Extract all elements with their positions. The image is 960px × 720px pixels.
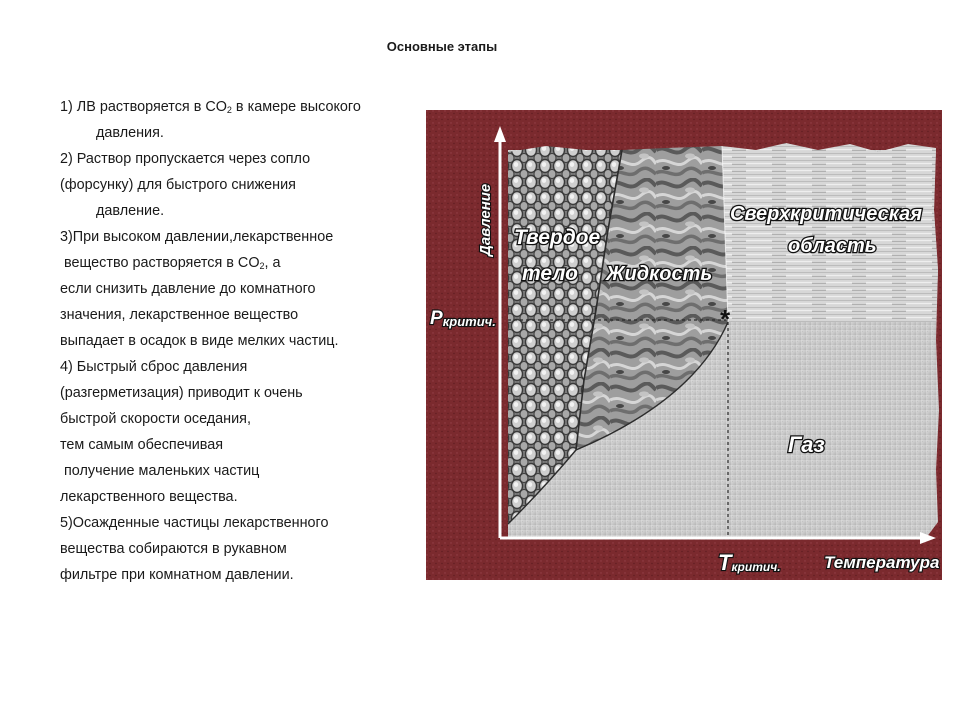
step-text: получение маленьких частиц (64, 463, 260, 479)
label-solid-1: Твердое (514, 226, 601, 249)
label-gas: Газ (788, 432, 825, 457)
step-line: давления. (60, 120, 410, 146)
region-solid (508, 146, 622, 524)
boundary-solid-liquid (575, 149, 623, 451)
step-line: лекарственного вещества. (60, 484, 410, 510)
step-line: вещества собираются в рукавном (60, 536, 410, 562)
step-line: вещество растворяется в CO2, а (60, 250, 410, 276)
boundary-supercritical-v (721, 145, 729, 323)
step-line: 1) ЛВ растворяется в CO2 в камере высоко… (60, 94, 410, 120)
step-text-after: в камере высокого (231, 99, 361, 115)
step-text: выпадает в осадок в виде мелких частиц. (60, 333, 339, 349)
step-line: выпадает в осадок в виде мелких частиц. (60, 328, 410, 354)
step-subscript: 2 (259, 261, 265, 271)
step-line: если снизить давление до комнатного (60, 276, 410, 302)
y-axis-label: Давление (477, 184, 494, 258)
step-line: (форсунку) для быстрого снижения (60, 172, 410, 198)
step-line: 3)При высоком давлении,лекарственное (60, 224, 410, 250)
y-axis-arrow (494, 126, 506, 142)
boundary-vapor (507, 321, 729, 525)
label-liquid: Жидкость (605, 263, 712, 285)
step-line: 2) Раствор пропускается через сопло (60, 146, 410, 172)
p-crit-label: Pкритич. (430, 308, 496, 329)
label-supercritical-1: Сверхкритическая (730, 203, 922, 225)
t-crit-label: Tкритич. (718, 550, 781, 575)
step-text: фильтре при комнатном давлении. (60, 567, 294, 583)
step-subscript: 2 (226, 105, 232, 115)
step-line: значения, лекарственное вещество (60, 302, 410, 328)
step-line: (разгерметизация) приводит к очень (60, 380, 410, 406)
step-text: 2) Раствор пропускается через сопло (60, 151, 311, 167)
step-text: 3)При высоком давлении,лекарственное (60, 229, 334, 245)
label-solid-2: тело (522, 262, 578, 285)
step-text: если снизить давление до комнатного (60, 281, 316, 297)
step-text: давление. (96, 203, 165, 219)
step-text: (форсунку) для быстрого снижения (60, 177, 296, 193)
phase-diagram-svg: * Давление Температура Pкритич. Tкритич.… (426, 110, 942, 580)
step-text: 1) ЛВ растворяется в CO (60, 99, 227, 115)
step-line: тем самым обеспечивая (60, 432, 410, 458)
step-line: 4) Быстрый сброс давления (60, 354, 410, 380)
step-text-after: , а (264, 255, 281, 271)
region-supercritical (722, 143, 938, 322)
step-text: 5)Осажденные частицы лекарственного (60, 515, 329, 531)
step-text: вещества собираются в рукавном (60, 541, 287, 557)
step-line: быстрой скорости оседания, (60, 406, 410, 432)
step-text: 4) Быстрый сброс давления (60, 359, 248, 375)
step-text: вещество растворяется в CO (64, 255, 260, 271)
slide-title: Основные этапы (386, 39, 498, 54)
critical-point-marker: * (719, 304, 731, 334)
phase-diagram: * Давление Температура Pкритич. Tкритич.… (426, 110, 942, 580)
x-axis-label: Температура (824, 553, 939, 572)
step-text: (разгерметизация) приводит к очень (60, 385, 303, 401)
step-line: фильтре при комнатном давлении. (60, 562, 410, 588)
step-text: давления. (96, 125, 164, 141)
steps-list: 1) ЛВ растворяется в CO2 в камере высоко… (60, 94, 410, 588)
x-axis-arrow (920, 532, 936, 544)
label-supercritical-2: область (788, 235, 877, 257)
step-line: 5)Осажденные частицы лекарственного (60, 510, 410, 536)
step-line: получение маленьких частиц (60, 458, 410, 484)
region-liquid (576, 146, 728, 450)
step-line: давление. (60, 198, 410, 224)
step-text: лекарственного вещества. (60, 489, 238, 505)
step-text: тем самым обеспечивая (60, 437, 224, 453)
step-text: быстрой скорости оседания, (60, 411, 251, 427)
step-text: значения, лекарственное вещество (60, 307, 299, 323)
